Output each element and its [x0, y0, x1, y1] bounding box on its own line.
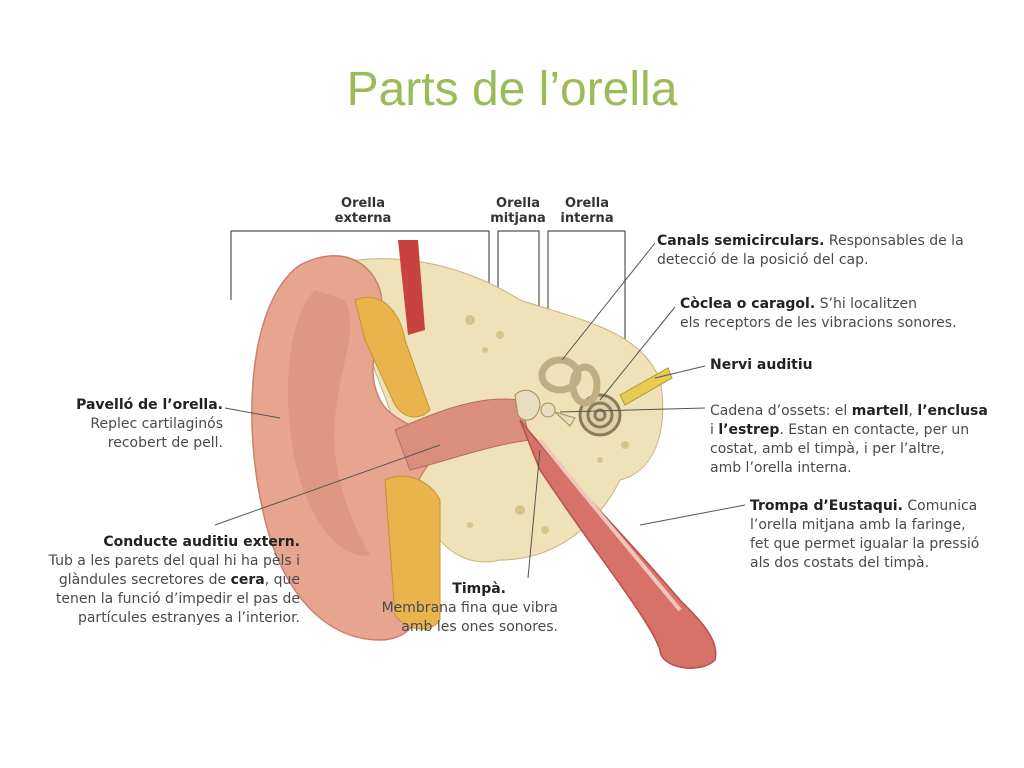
- label-cadena-comma: ,: [908, 403, 918, 419]
- label-conducte-cera: cera: [230, 572, 265, 588]
- region-outer-ear: Orella externa: [318, 196, 408, 226]
- semicircular-canals: [538, 356, 601, 407]
- label-cadena-line2b: . Estan en contacte, per un: [779, 422, 970, 438]
- region-middle-ear: Orella mitjana: [486, 196, 550, 226]
- label-cadena-line1: Cadena d’ossets: el: [710, 403, 852, 419]
- label-pinna: Pavelló de l’orella. Replec cartilaginós…: [20, 396, 223, 453]
- label-trompa-name: Trompa d’Eustaqui.: [750, 498, 903, 514]
- label-canals-name: Canals semicirculars.: [657, 233, 825, 249]
- label-ossicles-chain: Cadena d’ossets: el martell, l’enclusa i…: [710, 402, 1024, 478]
- cartilage-lower: [384, 475, 441, 630]
- label-coclea-text1: S’hi localitzen: [815, 296, 917, 312]
- region-outer-line1: Orella: [341, 196, 385, 211]
- label-timpa-text2: amb les ones sonores.: [401, 619, 558, 635]
- label-timpa-name: Timpà.: [452, 581, 506, 597]
- blood-vessel: [398, 240, 425, 335]
- label-conducte-name: Conducte auditiu extern.: [103, 534, 300, 550]
- label-cadena-line4: amb l’orella interna.: [710, 460, 852, 476]
- pointer-lines: [214, 242, 746, 579]
- label-ear-canal: Conducte auditiu extern. Tub a les paret…: [4, 533, 300, 628]
- label-semicircular-canals: Canals semicirculars. Responsables de la…: [657, 232, 1017, 270]
- label-trompa-text1: Comunica: [902, 498, 978, 514]
- label-trompa-text4: als dos costats del timpà.: [750, 555, 930, 571]
- label-cadena-enclusa: l’enclusa: [917, 403, 988, 419]
- label-coclea-name: Còclea o caragol.: [680, 296, 816, 312]
- page-title: Parts de l’orella: [346, 63, 678, 116]
- label-eustachian-tube: Trompa d’Eustaqui. Comunica l’orella mit…: [750, 497, 1020, 573]
- label-pavello-text1: Replec cartilaginós: [90, 416, 223, 432]
- label-trompa-text3: fet que permet igualar la pressió: [750, 536, 980, 552]
- label-eardrum: Timpà. Membrana fina que vibra amb les o…: [340, 580, 558, 637]
- label-conducte-line3: tenen la funció d’impedir el pas de: [55, 591, 300, 607]
- region-outer-line2: externa: [334, 211, 392, 226]
- label-conducte-line2b: , que: [264, 572, 300, 588]
- region-middle-line1: Orella: [496, 196, 540, 211]
- label-conducte-line1: Tub a les parets del qual hi ha pèls i: [48, 553, 300, 569]
- label-cadena-line2a: i: [710, 422, 719, 438]
- label-trompa-text2: l’orella mitjana amb la faringe,: [750, 517, 966, 533]
- label-auditory-nerve: Nervi auditiu: [710, 356, 910, 375]
- label-conducte-line4: partícules estranyes a l’interior.: [77, 610, 300, 626]
- region-brackets: [230, 230, 626, 350]
- label-cadena-martell: martell: [851, 403, 909, 419]
- label-cadena-estrep: l’estrep: [718, 422, 780, 438]
- region-inner-line2: interna: [560, 211, 614, 226]
- ossicles: [514, 389, 576, 427]
- cartilage-upper: [354, 296, 431, 418]
- label-pavello-text2: recobert de pell.: [107, 435, 223, 451]
- label-pavello-name: Pavelló de l’orella.: [76, 397, 223, 413]
- label-canals-text1: Responsables de la: [824, 233, 964, 249]
- label-conducte-line2a: glàndules secretores de: [58, 572, 231, 588]
- region-middle-line2: mitjana: [490, 211, 546, 226]
- region-inner-ear: Orella interna: [555, 196, 619, 226]
- label-cadena-line3: costat, amb el timpà, i per l’altre,: [710, 441, 945, 457]
- tube-highlight: [538, 438, 682, 612]
- label-timpa-text1: Membrana fina que vibra: [381, 600, 558, 616]
- pinna-fold: [288, 290, 370, 556]
- label-cochlea: Còclea o caragol. S’hi localitzen els re…: [680, 295, 1020, 333]
- region-inner-line1: Orella: [565, 196, 609, 211]
- label-nervi-name: Nervi auditiu: [710, 357, 813, 373]
- label-coclea-text2: els receptors de les vibracions sonores.: [680, 315, 957, 331]
- label-canals-text2: detecció de la posició del cap.: [657, 252, 869, 268]
